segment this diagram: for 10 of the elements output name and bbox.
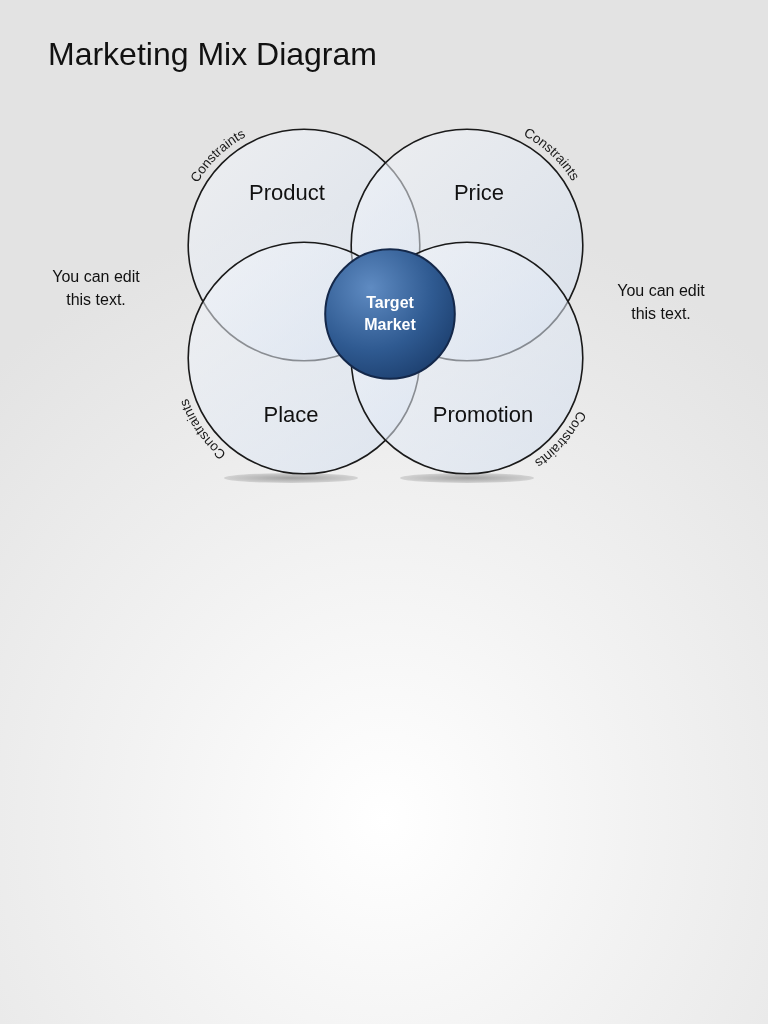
note-text: You can edit this text. — [51, 267, 141, 310]
title: Marketing Mix Diagram — [48, 35, 377, 74]
node-label: Price — [453, 180, 505, 206]
note-text: You can edit this text. — [616, 281, 706, 324]
node-label: Place — [263, 402, 319, 428]
venn-circle — [350, 241, 584, 475]
node-label: Promotion — [432, 402, 534, 428]
node-label: Target Market — [363, 293, 417, 335]
center-circle — [324, 248, 456, 380]
node-label: Product — [249, 180, 325, 206]
